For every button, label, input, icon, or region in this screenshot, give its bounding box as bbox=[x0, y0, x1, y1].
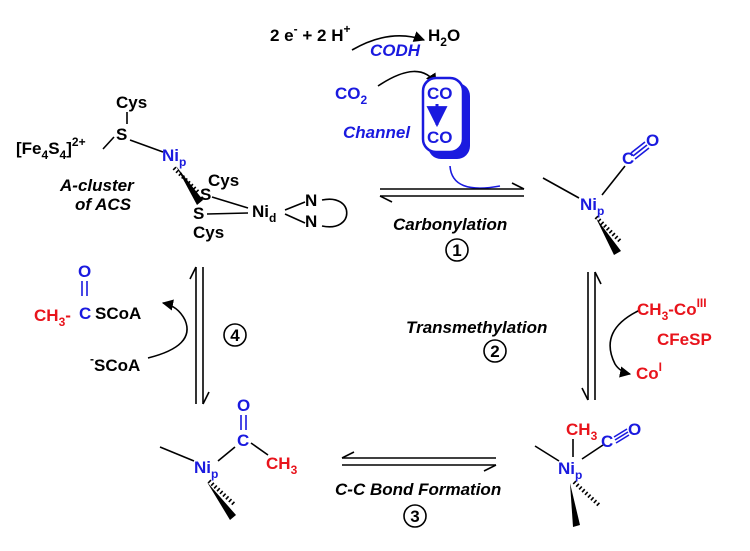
step-2-number: 2 bbox=[490, 342, 499, 361]
cys-bottom: Cys bbox=[193, 223, 224, 242]
nip-acetyl: Nip bbox=[194, 458, 218, 481]
nip-metal: Nip bbox=[162, 146, 186, 169]
acetyl-coa-ch3: CH3- bbox=[34, 306, 71, 329]
nitrogen-b: N bbox=[305, 212, 317, 231]
step-4-number: 4 bbox=[230, 326, 240, 345]
co-channel: CO CO Channel bbox=[343, 76, 501, 189]
carbonyl-c: C bbox=[622, 149, 634, 168]
nip-carbonyl: Nip bbox=[580, 195, 604, 218]
sulfur-bridge-b: S bbox=[193, 204, 204, 223]
acetyl-coa-release-step: 4 O CH3- C SCoA -SCoA bbox=[34, 262, 247, 405]
nid-metal: Nid bbox=[252, 202, 276, 225]
transmethylation-step: Transmethylation 2 CH3-CoIII CFeSP CoI bbox=[406, 271, 712, 401]
carbonyl-o: O bbox=[646, 131, 659, 150]
a-cluster-name-line1: A-cluster bbox=[59, 176, 135, 195]
ni-methyl-carbonyl-complex: CH3 Nip C O bbox=[534, 420, 641, 527]
nip-s-wedge-bond bbox=[176, 166, 203, 205]
step-1-number: 1 bbox=[452, 241, 461, 260]
a-cluster: [Fe4S4]2+ Cys S Nip Cys S S Cys Nid N N … bbox=[16, 93, 348, 242]
acetyl-c: C bbox=[237, 431, 249, 450]
carbonylation-label: Carbonylation bbox=[393, 215, 507, 234]
cys-top: Cys bbox=[116, 93, 147, 112]
codh-electron-arrow bbox=[351, 31, 426, 51]
sulfur-bridge-a: S bbox=[200, 185, 211, 204]
coa-thiolate: -SCoA bbox=[90, 352, 140, 375]
step-1-badge bbox=[445, 238, 469, 262]
nitrogen-a: N bbox=[305, 191, 317, 210]
water-product: H2O bbox=[428, 26, 460, 49]
fe4s4-cluster: [Fe4S4]2+ bbox=[16, 135, 86, 162]
nip-methyl: Nip bbox=[558, 459, 582, 482]
methyl-transfer-arrow bbox=[609, 309, 641, 378]
step-3-badge bbox=[403, 504, 427, 528]
codh-reaction: 2 e- + 2 H+ CODH H2O CO2 bbox=[270, 22, 460, 107]
acetyl-methyl: CH3 bbox=[266, 454, 298, 477]
coa-attack-arrow bbox=[147, 299, 188, 359]
methyl-ligand: CH3 bbox=[566, 420, 598, 443]
transmethylation-label: Transmethylation bbox=[406, 318, 547, 337]
channel-co-top: CO bbox=[427, 84, 453, 103]
ch3-coiii: CH3-CoIII bbox=[637, 296, 707, 323]
cc-bond-formation-step: C-C Bond Formation 3 bbox=[335, 451, 501, 528]
cc-bond-label: C-C Bond Formation bbox=[335, 480, 501, 499]
cfesp-label: CFeSP bbox=[657, 330, 712, 349]
ni-carbonyl-complex: Nip C O bbox=[542, 131, 659, 255]
acetyl-coa-scoa: SCoA bbox=[95, 304, 141, 323]
codh-reactants: 2 e- + 2 H+ bbox=[270, 22, 351, 45]
codh-enzyme-label: CODH bbox=[370, 41, 421, 60]
acetyl-o: O bbox=[237, 396, 250, 415]
a-cluster-name-line2: of ACS bbox=[75, 195, 132, 214]
ni-acetyl-complex: O C Nip CH3 bbox=[159, 396, 298, 520]
backbone-ring bbox=[321, 198, 348, 228]
step-4-badge bbox=[223, 323, 247, 347]
channel-co-bottom: CO bbox=[427, 128, 453, 147]
sulfur-top: S bbox=[116, 125, 127, 144]
channel-label: Channel bbox=[343, 123, 411, 142]
coi-product: CoI bbox=[636, 360, 662, 383]
channel-co-delivery bbox=[449, 165, 501, 189]
acetyl-coa-o: O bbox=[78, 262, 91, 281]
step-2-badge bbox=[483, 339, 507, 363]
acetyl-coa-c: C bbox=[79, 304, 91, 323]
step-3-number: 3 bbox=[410, 507, 419, 526]
carbonylation-step: Carbonylation 1 bbox=[379, 182, 525, 262]
methyl-carbonyl-o: O bbox=[628, 420, 641, 439]
cys-mid: Cys bbox=[208, 171, 239, 190]
co2-substrate: CO2 bbox=[335, 84, 368, 107]
methyl-carbonyl-c: C bbox=[601, 432, 613, 451]
